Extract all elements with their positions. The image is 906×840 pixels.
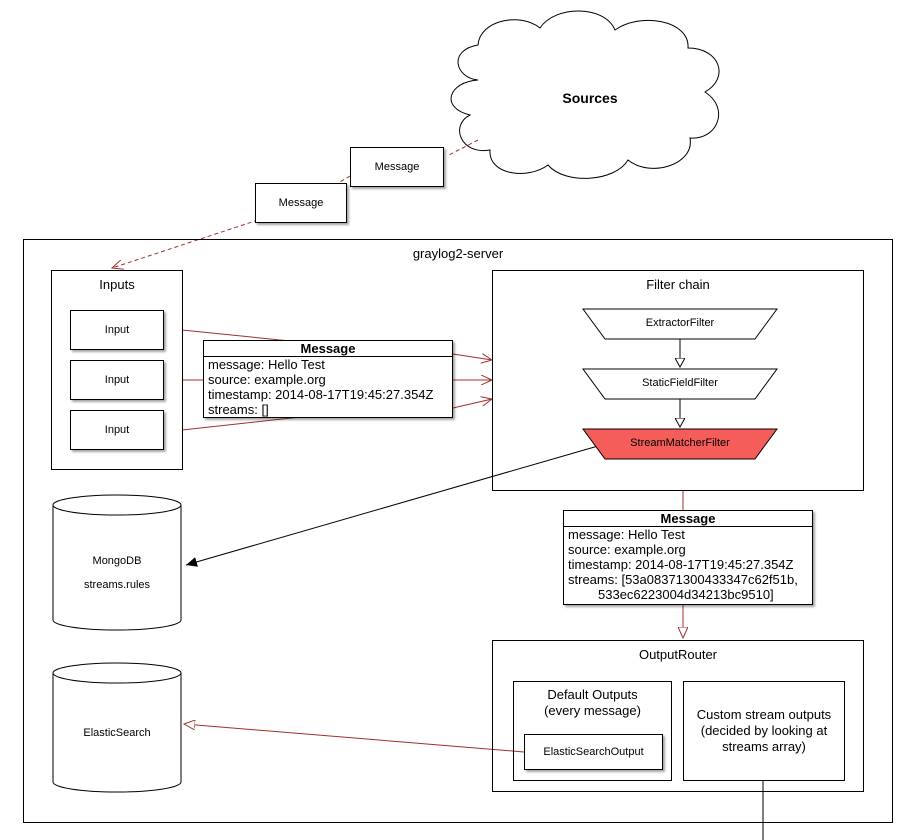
elasticsearch-label: ElasticSearch [83,727,151,739]
input-item: Input [70,310,164,350]
output-router-panel: OutputRouter [492,640,864,792]
message-field: message: Hello Test [568,527,685,542]
message-field-continuation: 533ec6223004d34213bc9510] [598,587,774,602]
message-field: source: example.org [568,542,686,557]
message-field: source: example.org [208,372,326,387]
mongodb-detail: streams.rules [83,579,151,591]
message-field: message: Hello Test [208,357,325,372]
sources-label: Sources [562,90,618,106]
default-outputs-title: Default Outputs [547,687,638,702]
message-card-header: Message [564,511,812,527]
custom-outputs-line: (decided by looking at [700,723,828,738]
sources-cloud [450,10,720,179]
mongodb-label: MongoDB [92,555,142,567]
graylog2-server-container: graylog2-server [23,239,893,823]
static-field-filter-shape [582,368,778,400]
transit-message: Message [255,183,347,223]
transit-message: Message [350,147,444,187]
default-outputs-subtitle: (every message) [544,703,641,718]
default-outputs-panel: Default Outputs (every message) [513,681,672,781]
message-field: timestamp: 2014-08-17T19:45:27.354Z [568,557,794,572]
extractor-filter-shape [582,308,778,340]
message-field: streams: [53a08371300433347c62f51b, [568,572,798,587]
message-card-incoming: Message message: Hello Test source: exam… [203,340,453,418]
mongodb-cylinder [52,494,182,631]
static-field-filter-label: StaticFieldFilter [642,377,718,389]
stream-matcher-filter-shape [582,428,778,460]
extractor-filter-label: ExtractorFilter [645,317,715,329]
custom-outputs-line: streams array) [722,739,806,754]
stream-matcher-filter-label: StreamMatcherFilter [630,437,730,449]
custom-outputs-line: Custom stream outputs [696,707,832,722]
input-item: Input [70,360,164,400]
message-card-header: Message [204,341,452,357]
inputs-title: Inputs [99,277,135,292]
filter-chain-panel: Filter chain [492,270,864,491]
custom-outputs-panel: Custom stream outputs (decided by lookin… [683,681,845,781]
filter-chain-title: Filter chain [646,277,710,292]
elasticsearch-cylinder [52,662,182,793]
message-field: timestamp: 2014-08-17T19:45:27.354Z [208,387,434,402]
message-card-outgoing: Message message: Hello Test source: exam… [563,510,813,605]
output-router-title: OutputRouter [638,647,718,662]
server-label: graylog2-server [412,246,504,261]
elasticsearch-output: ElasticSearchOutput [524,734,663,770]
message-field: streams: [] [208,402,269,417]
input-item: Input [70,410,164,450]
